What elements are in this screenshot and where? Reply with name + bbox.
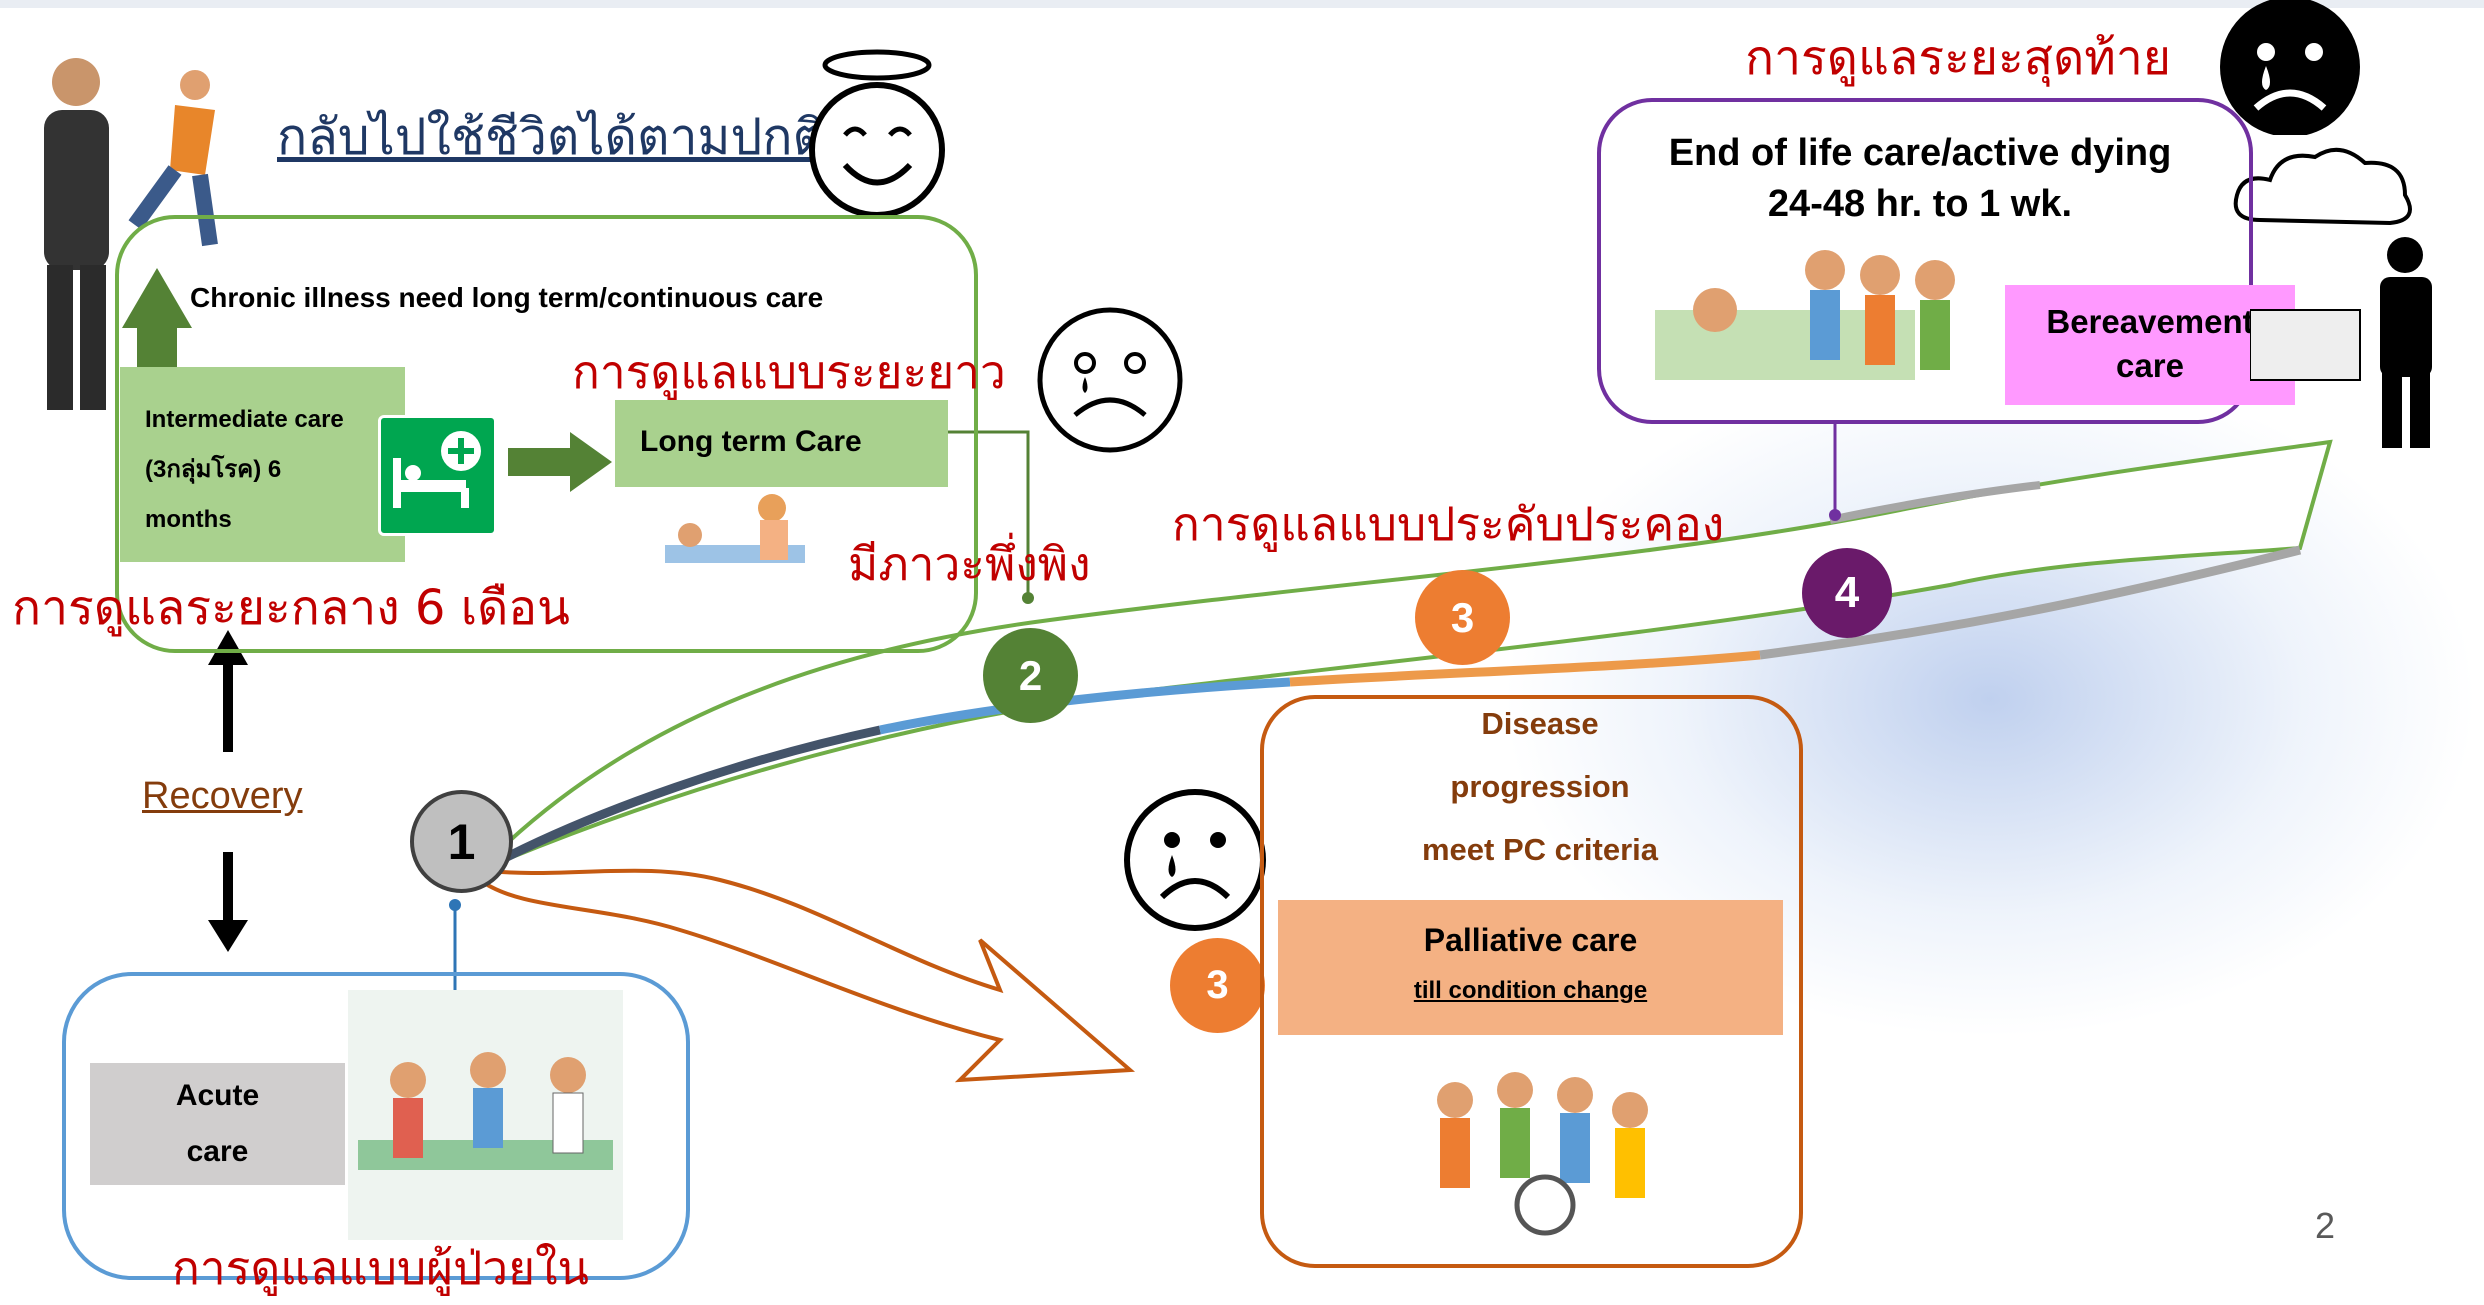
palliative-frame — [1260, 695, 1803, 1268]
bereavement-line-1: Bereavement — [2046, 303, 2254, 340]
step-marker-3-lower: 3 — [1170, 938, 1265, 1033]
caregiver-illustration — [660, 490, 820, 590]
end-of-life-title-2: 24-48 hr. to 1 wk. — [1767, 183, 2073, 225]
ribbon-segment-blue — [879, 677, 1291, 735]
ribbon-segment-navy — [502, 725, 881, 863]
bereavement-line-2: care — [2116, 347, 2184, 384]
top-rule — [0, 0, 2484, 8]
ribbon-segment-gray — [1759, 545, 2302, 660]
end-of-life-title: End of life care/active dying 24-48 hr. … — [1600, 128, 2240, 230]
palliative-subtitle: till condition change — [1413, 977, 1648, 1004]
step-marker-4: 4 — [1802, 548, 1892, 638]
dependency-thai: มีภาวะพึ่งพิง — [848, 537, 1091, 591]
mourner-illustration — [2249, 235, 2460, 450]
intermediate-thai: การดูแลระยะกลาง 6 เดือน — [12, 580, 570, 636]
crying-face-icon — [1120, 785, 1270, 935]
green-right-arrow-shaft — [508, 448, 573, 476]
intermediate-line-3: months — [145, 506, 232, 533]
return-normal-label: กลับไปใช้ชีวิตได้ตามปกติ — [277, 108, 825, 166]
chronic-care-frame — [115, 215, 978, 653]
recovery-label: Recovery — [142, 775, 303, 817]
progression-text: Disease progression meet PC criteria — [1300, 692, 1780, 881]
palliative-title: Palliative care — [1423, 922, 1638, 958]
green-up-arrow-shaft — [137, 325, 177, 370]
end-of-life-frame — [1597, 98, 2253, 424]
businessman-illustration — [14, 50, 144, 420]
long-term-care-label: Long term Care — [640, 425, 862, 458]
recovery-up-arrow-head — [208, 630, 248, 665]
acute-line-2: care — [186, 1135, 249, 1168]
care-pathway-diagram — [122, 268, 2333, 1083]
black-crying-face-icon — [2208, 0, 2373, 137]
angel-smiley-icon — [800, 45, 955, 220]
long-term-care-box: Long term Care — [615, 400, 948, 487]
sad-face-icon — [1035, 305, 1185, 455]
intermediate-line-1: Intermediate care — [145, 406, 344, 433]
acute-care-box: Acute care — [90, 1063, 345, 1185]
progression-line-3: meet PC criteria — [1421, 832, 1659, 867]
page-number: 2 — [2315, 1205, 2336, 1246]
ribbon-segment-orange — [1289, 650, 1761, 687]
music-group-illustration — [1405, 1055, 1675, 1240]
intermediate-care-box: Intermediate care (3กลุ่มโรค) 6 months — [120, 367, 405, 562]
chronic-title: Chronic illness need long term/continuou… — [190, 282, 824, 313]
intermediate-line-2: (3กลุ่มโรค) 6 — [145, 456, 282, 483]
step-marker-1: 1 — [410, 790, 513, 893]
bereavement-box: Bereavement care — [2005, 285, 2295, 405]
long-term-thai: การดูแลแบบระยะยาว — [572, 345, 1006, 399]
hospital-ward-illustration — [348, 990, 623, 1240]
ribbon-top-gray — [1829, 481, 2041, 524]
palliative-care-box: Palliative care till condition change — [1278, 900, 1783, 1035]
green-up-arrow-head — [122, 268, 192, 328]
lower-pathway-arrow — [478, 867, 1136, 1083]
green-right-arrow-head — [570, 432, 612, 492]
cloud-icon — [2225, 135, 2425, 240]
supportive-thai: การดูแลแบบประคับประคอง — [1172, 497, 1725, 551]
family-bedside-illustration — [1655, 240, 1985, 410]
running-man-illustration — [115, 65, 245, 265]
step-marker-2: 2 — [983, 628, 1078, 723]
acute-thai: การดูแลแบบผู้ป่วยใน — [172, 1241, 589, 1295]
progression-line-2: progression — [1450, 769, 1630, 804]
end-of-life-title-1: End of life care/active dying — [1668, 132, 2172, 174]
progression-line-1: Disease — [1481, 706, 1599, 741]
hospital-bed-icon — [378, 415, 497, 536]
recovery-down-arrow-head — [208, 920, 248, 952]
step-marker-3-upper: 3 — [1415, 570, 1510, 665]
end-of-life-thai: การดูแลระยะสุดท้าย — [1745, 30, 2171, 86]
acute-line-1: Acute — [175, 1079, 260, 1112]
